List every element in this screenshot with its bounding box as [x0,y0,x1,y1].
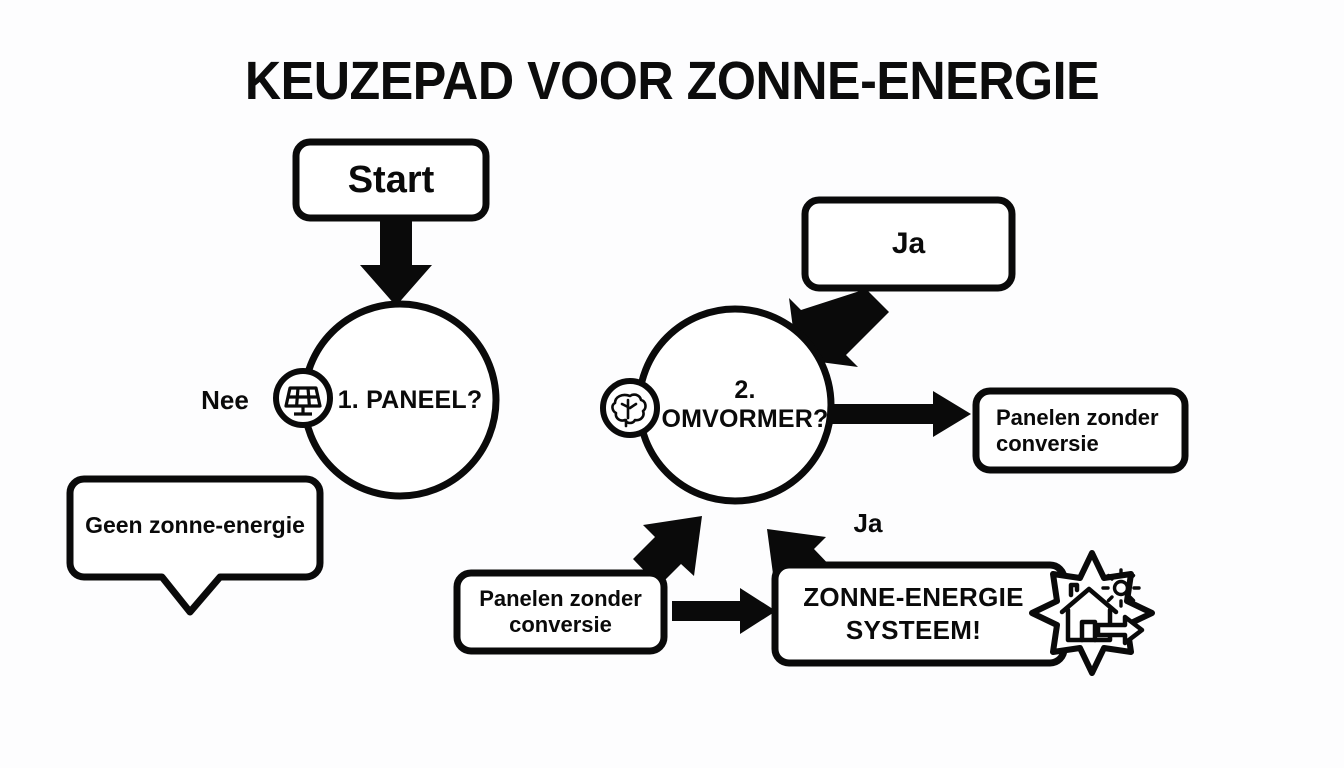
node-ja-top[interactable] [801,196,1016,292]
house-sun-star-icon [1029,550,1155,676]
solar-panel-icon [273,368,333,428]
node-geen-zonne-energie[interactable] [66,475,324,616]
node-zonne-energie-systeem[interactable] [771,561,1068,667]
node-panelen-zonder-conversie-right[interactable] [972,387,1189,474]
edge-start-to-paneel [360,216,432,306]
edge-panelen-bottom-to-systeem [672,588,776,634]
brain-icon [600,378,660,438]
node-decision-omvormer[interactable] [635,305,835,505]
page-title: KEUZEPAD VOOR ZONNE-ENERGIE [244,51,1100,111]
edge-panelen-bottom-to-omvormer [633,516,702,586]
edge-omvormer-to-panelen-right [828,391,971,437]
node-panelen-zonder-conversie-bottom[interactable] [453,569,668,655]
node-start[interactable] [292,138,490,222]
